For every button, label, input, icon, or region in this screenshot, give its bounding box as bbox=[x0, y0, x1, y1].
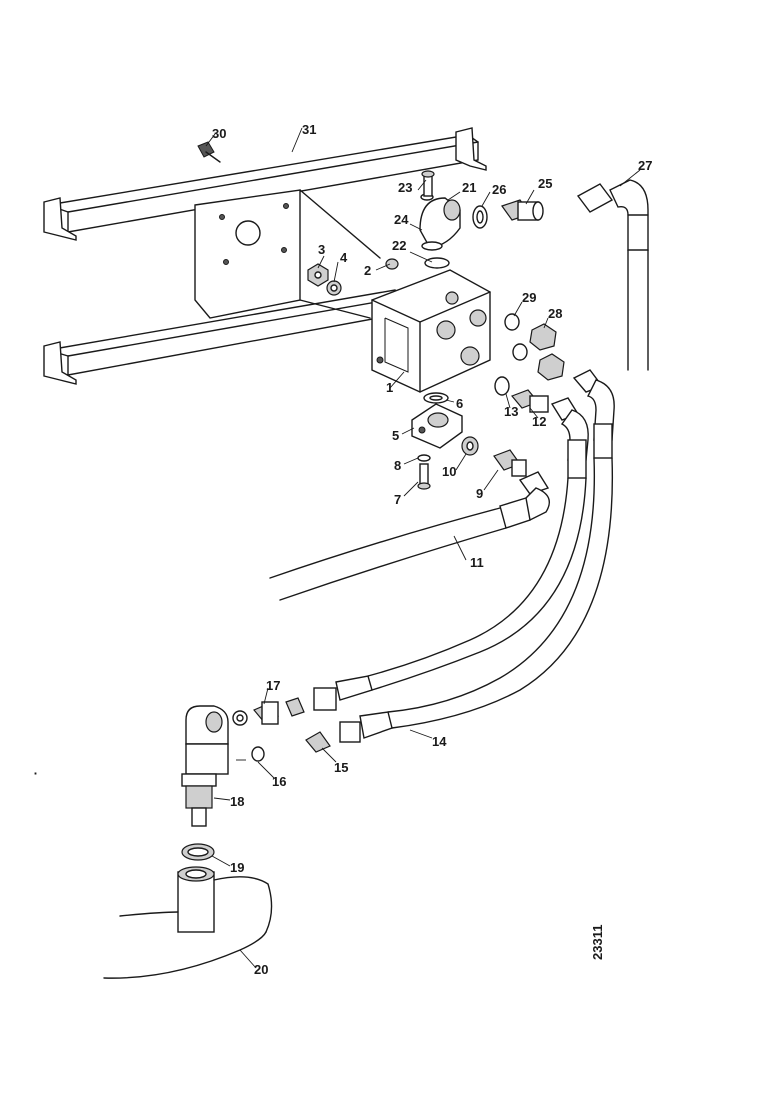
adapter-17 bbox=[253, 701, 279, 725]
gasket-6 bbox=[423, 392, 449, 404]
callout-1: 1 bbox=[386, 380, 393, 395]
callout-labels: 1 2 3 4 5 6 7 8 9 10 11 12 13 14 15 16 1… bbox=[212, 122, 652, 977]
callout-5: 5 bbox=[392, 428, 399, 443]
callout-14: 14 bbox=[432, 734, 447, 749]
seal-26 bbox=[472, 205, 488, 229]
callout-9: 9 bbox=[476, 486, 483, 501]
callout-20: 20 bbox=[254, 962, 268, 977]
callout-24: 24 bbox=[394, 212, 409, 227]
valve-block bbox=[371, 269, 491, 393]
bolt-23 bbox=[421, 170, 435, 197]
bolt-7 bbox=[417, 463, 431, 490]
callout-7: 7 bbox=[394, 492, 401, 507]
seal-17 bbox=[232, 710, 248, 726]
manifold-18 bbox=[181, 705, 229, 827]
hose-11 bbox=[269, 471, 550, 601]
callout-15: 15 bbox=[334, 760, 348, 775]
seal-10 bbox=[461, 436, 479, 456]
callout-6: 6 bbox=[456, 396, 463, 411]
callout-19: 19 bbox=[230, 860, 244, 875]
adapter-12 bbox=[510, 389, 549, 413]
frame-assembly bbox=[43, 127, 487, 385]
adapter-9 bbox=[493, 449, 527, 477]
callout-22: 22 bbox=[392, 238, 406, 253]
callout-30: 30 bbox=[212, 126, 226, 141]
callout-29: 29 bbox=[522, 290, 536, 305]
callout-27: 27 bbox=[638, 158, 652, 173]
seal-13 bbox=[494, 376, 510, 396]
callout-25: 25 bbox=[538, 176, 552, 191]
callout-23: 23 bbox=[398, 180, 412, 195]
callout-21: 21 bbox=[462, 180, 476, 195]
callout-18: 18 bbox=[230, 794, 244, 809]
callout-16: 16 bbox=[272, 774, 286, 789]
callout-31: 31 bbox=[302, 122, 316, 137]
stray-mark: · bbox=[34, 768, 37, 778]
nut-3 bbox=[307, 263, 329, 287]
callout-2: 2 bbox=[364, 263, 371, 278]
seal-29 bbox=[504, 313, 528, 361]
adapter-15 bbox=[305, 711, 393, 753]
elbow-fitting-21 bbox=[419, 197, 461, 251]
adapter-25 bbox=[501, 199, 544, 221]
leader-lines bbox=[205, 127, 641, 969]
callout-17: 17 bbox=[266, 678, 280, 693]
washer-8 bbox=[417, 454, 431, 462]
callout-28: 28 bbox=[548, 306, 562, 321]
clamp-ring-19 bbox=[181, 843, 215, 861]
callout-26: 26 bbox=[492, 182, 506, 197]
callout-3: 3 bbox=[318, 242, 325, 257]
washer-4 bbox=[326, 280, 342, 296]
hose-end-upper bbox=[285, 675, 373, 717]
bolt-30 bbox=[197, 141, 221, 163]
stud-2 bbox=[385, 258, 399, 270]
callout-8: 8 bbox=[394, 458, 401, 473]
hose-upper-right bbox=[550, 369, 615, 479]
tank-20 bbox=[103, 866, 273, 979]
seal-16 bbox=[251, 746, 265, 762]
callout-10: 10 bbox=[442, 464, 456, 479]
hose-27 bbox=[576, 179, 649, 371]
reference-number: 23311 bbox=[590, 925, 605, 960]
plug-28 bbox=[529, 323, 565, 381]
flange-5 bbox=[411, 403, 463, 449]
callout-12: 12 bbox=[532, 414, 546, 429]
callout-4: 4 bbox=[340, 250, 348, 265]
gasket-22 bbox=[424, 257, 450, 269]
callout-13: 13 bbox=[504, 404, 518, 419]
hose-loop bbox=[367, 457, 614, 729]
callout-11: 11 bbox=[470, 555, 484, 570]
